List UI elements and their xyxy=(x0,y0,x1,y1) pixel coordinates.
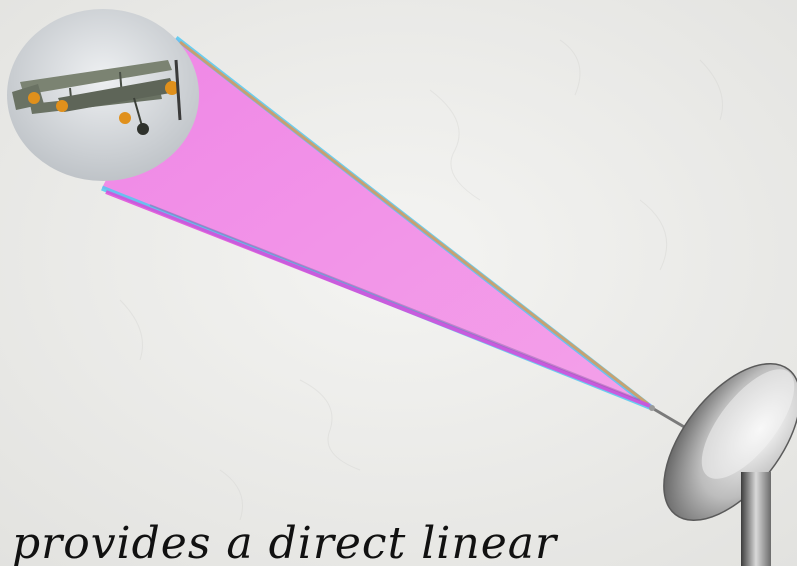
antenna-mast xyxy=(741,472,771,566)
biplane-icon xyxy=(7,9,199,181)
caption-text: provides a direct linear xyxy=(12,516,557,566)
radar-dish-icon xyxy=(638,340,797,544)
